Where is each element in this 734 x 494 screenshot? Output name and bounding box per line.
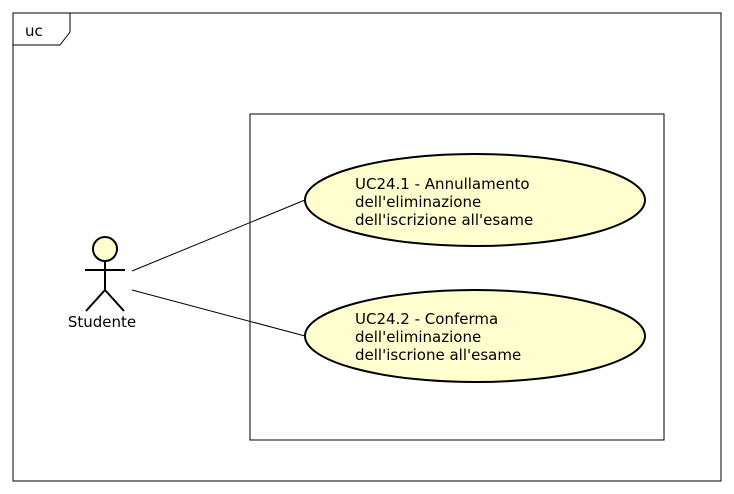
use-case-uc24-1[interactable]: UC24.1 - Annullamento dell'eliminazione … [304,153,646,247]
use-case-line: dell'eliminazione [355,328,481,346]
actor-left-leg [85,289,106,312]
use-case-line: dell'iscrione all'esame [355,346,521,364]
diagram-frame [12,12,722,482]
use-case-uc24-2[interactable]: UC24.2 - Conferma dell'eliminazione dell… [304,289,646,383]
actor-studente[interactable]: Studente [68,236,136,331]
actor-head [92,236,118,262]
use-case-ellipse [304,153,646,247]
use-case-title: UC24.2 - Conferma [355,310,498,328]
association-uc1 [131,199,306,272]
actor-name: Studente [68,313,136,331]
frame-tag: uc [25,22,43,40]
actor-right-leg [104,289,125,312]
use-case-ellipse [304,289,646,383]
use-case-line: dell'eliminazione [355,193,481,211]
use-case-line: dell'iscrizione all'esame [355,211,533,229]
system-boundary [249,113,665,441]
use-case-title: UC24.1 - Annullamento [355,175,530,193]
association-uc2 [131,289,306,337]
frame-tag-shape [13,12,71,46]
